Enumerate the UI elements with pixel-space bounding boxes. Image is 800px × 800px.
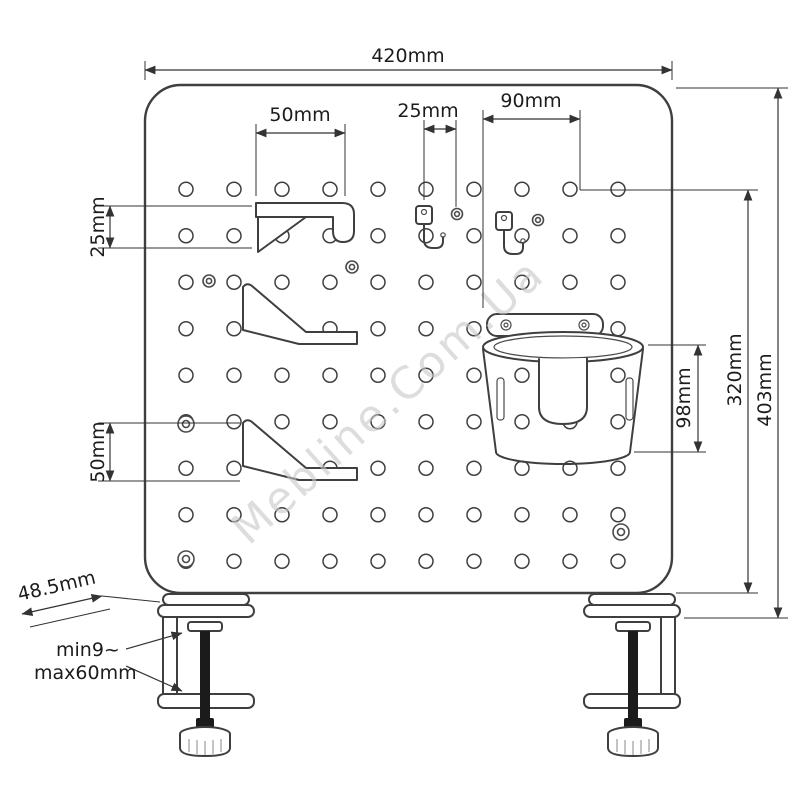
- clamp-screw-shaft: [200, 631, 210, 732]
- dim-label-25mm-top: 25mm: [397, 100, 458, 122]
- dim-label-320mm: 320mm: [724, 333, 746, 406]
- dim-label-25mm-left: 25mm: [87, 196, 109, 257]
- headphone-hook: [255, 202, 355, 253]
- dim-label-50mm-left: 50mm: [87, 421, 109, 482]
- cup-holder: [482, 313, 644, 465]
- dim-panel-height: 320mm: [580, 189, 758, 594]
- clamp-pad: [187, 621, 223, 632]
- dim-label-max60mm: max60mm: [34, 662, 137, 684]
- dim-label-98mm: 98mm: [673, 367, 695, 428]
- cup-front-notch: [538, 357, 588, 425]
- phone-shelf-1: [242, 283, 358, 345]
- dim-label-403mm: 403mm: [754, 353, 776, 426]
- dim-total-width: 420mm: [144, 45, 673, 80]
- dim-cup-holder-width: 90mm: [482, 90, 581, 308]
- dim-shelf-height-left: 50mm: [87, 421, 240, 483]
- clamp-top-plate-lower: [157, 604, 255, 618]
- clamp-top-plate-upper: [162, 593, 250, 606]
- peg-fasteners: [177, 207, 630, 568]
- dim-small-hook-offset: 25mm: [397, 100, 459, 207]
- dim-hook-height-left: 25mm: [87, 196, 252, 258]
- dim-clamp-range: min9~ max60mm: [34, 631, 183, 692]
- dim-label-50mm-top: 50mm: [269, 104, 330, 126]
- dim-label-420mm: 420mm: [371, 45, 444, 67]
- dim-label-min9: min9~: [56, 639, 120, 661]
- dim-cup-height: 98mm: [634, 344, 706, 453]
- desk-clamp-left: [157, 593, 255, 757]
- dim-clamp-depth: 48.5mm: [16, 567, 161, 628]
- dim-headphone-hook-width: 50mm: [255, 104, 346, 196]
- desk-clamp-right: [583, 593, 681, 757]
- small-hook-2: [495, 211, 526, 255]
- dim-label-90mm: 90mm: [500, 90, 561, 112]
- dim-total-height: 403mm: [676, 87, 788, 619]
- small-hook-1: [415, 205, 446, 249]
